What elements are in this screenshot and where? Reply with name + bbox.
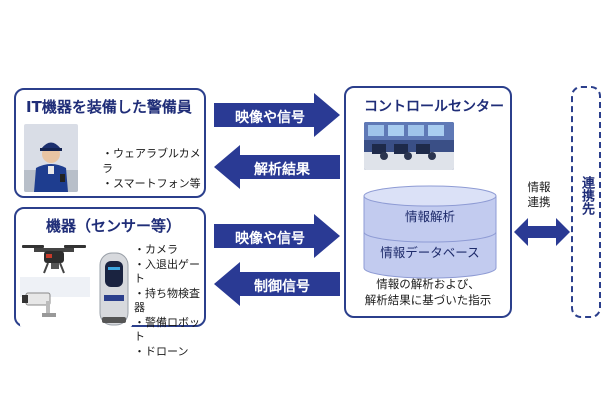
control-center-note: 情報の解析および、 解析結果に基づいた指示: [346, 276, 510, 308]
link-label-line-1: 情報: [527, 180, 551, 194]
control-center-title: コントロールセンター: [364, 99, 504, 115]
arrow-left-top: [214, 145, 340, 189]
arrow-label-top-left: 解析結果: [254, 162, 310, 178]
database-cylinder-icon: [363, 185, 497, 279]
link-label: 情報 連携: [514, 180, 564, 210]
arrow-label-top-right: 映像や信号: [235, 110, 305, 126]
arrow-right-bottom: [214, 214, 340, 258]
list-item: ドローン: [134, 345, 204, 360]
list-item: スマートフォン等: [102, 176, 204, 191]
security-robot-icon: [99, 252, 129, 326]
control-center-box: コントロールセンター 情報解析 情報データベース 情報の解析および、 解析結果に…: [344, 86, 512, 318]
arrow-left-bottom: [214, 262, 340, 306]
note-line-1: 情報の解析および、: [376, 277, 480, 291]
note-line-2: 解析結果に基づいた指示: [364, 293, 492, 307]
list-item: 警備ロボット: [134, 316, 204, 345]
devices-photo: [20, 237, 132, 327]
list-item: カメラ: [134, 243, 204, 258]
list-item: ウェアラブルカメラ: [102, 146, 204, 176]
link-label-line-2: 連携: [527, 195, 551, 209]
device-box-title: 機器（センサー等）: [46, 217, 182, 235]
arrow-right-top: [214, 93, 340, 137]
database-label: 情報データベース: [380, 245, 480, 260]
analysis-label: 情報解析: [404, 209, 455, 224]
drone-icon: [22, 245, 86, 274]
arrow-label-bottom-left: 制御信号: [254, 279, 310, 295]
list-item: 持ち物検査器: [134, 287, 204, 316]
partner-box: [571, 86, 601, 318]
device-list: カメラ 入退出ゲート 持ち物検査器 警備ロボット ドローン: [134, 243, 204, 359]
guard-box-title: IT機器を装備した警備員: [26, 98, 192, 116]
device-box: 機器（センサー等）: [14, 207, 206, 358]
arrow-label-bottom-right: 映像や信号: [235, 231, 305, 247]
security-camera-icon: [22, 292, 56, 317]
partner-label: 連携先: [579, 176, 594, 215]
list-item: 入退出ゲート: [134, 258, 204, 287]
control-room-photo: [364, 122, 454, 170]
guard-box: IT機器を装備した警備員 ウェアラブルカメラ スマートフォン等: [14, 88, 206, 198]
security-guard-photo: [24, 124, 78, 192]
double-arrow-icon: [514, 218, 570, 246]
guard-equipment-list: ウェアラブルカメラ スマートフォン等: [102, 146, 204, 191]
